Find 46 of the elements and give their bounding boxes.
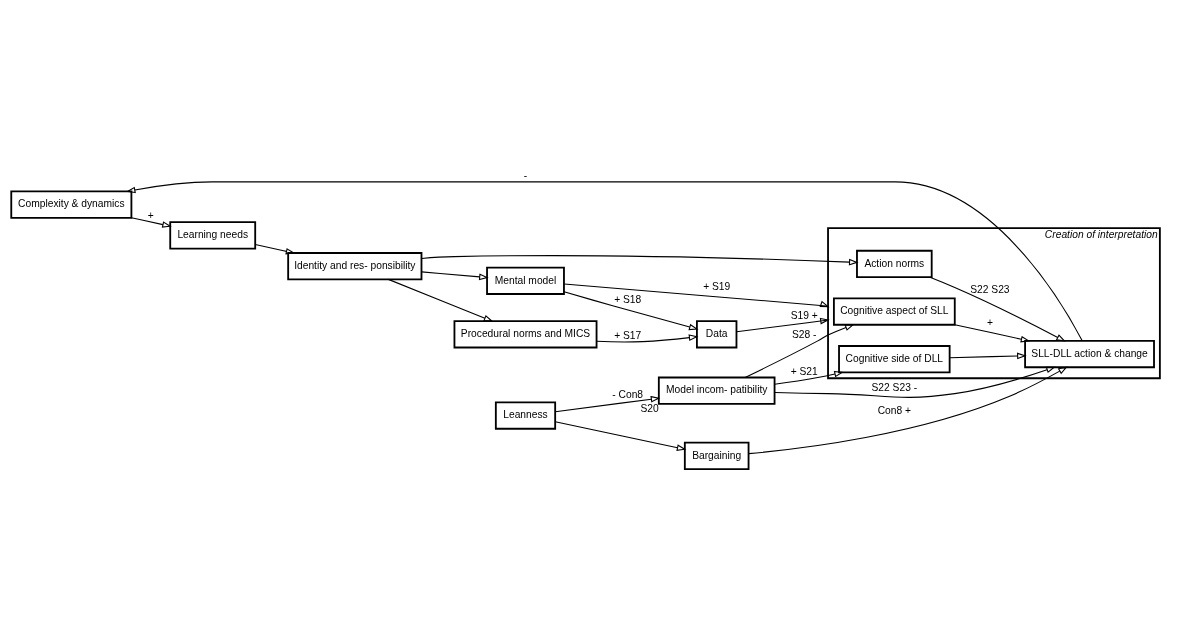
edge-label: + <box>147 209 154 221</box>
arrow <box>421 254 859 265</box>
edge-label: Con8 + <box>877 404 911 416</box>
node-box: Model incom- patibility <box>657 376 776 405</box>
arrow <box>563 290 699 330</box>
arrow <box>774 370 844 385</box>
arrow <box>421 270 489 280</box>
arrow <box>596 333 699 343</box>
edge-label: + <box>986 316 993 328</box>
node-box: Mental model <box>486 266 565 295</box>
node-box: Cognitive aspect of SLL <box>833 296 956 326</box>
node-box: Identity and res- ponsibility <box>287 251 423 280</box>
edge-label: S22 S23 - <box>871 381 918 393</box>
node-box: Learning needs <box>169 220 257 249</box>
edge-label: S22 S23 <box>970 283 1010 295</box>
node-box: Data <box>696 319 738 348</box>
arrow <box>748 366 1068 454</box>
node-box: Cognitive side of DLL <box>838 344 951 373</box>
arrow <box>563 282 830 307</box>
node-box: Leanness <box>494 401 557 430</box>
edge-label: - <box>523 169 528 181</box>
arrow <box>949 352 1027 359</box>
edge-label: - Con8 <box>612 388 644 400</box>
arrow <box>554 395 661 412</box>
edge-label: + S21 <box>790 365 818 377</box>
arrow <box>387 278 494 322</box>
arrow <box>774 366 1056 398</box>
node-box: Complexity & dynamics <box>10 190 133 219</box>
node-box: Procedural norms and MICS <box>453 319 598 348</box>
arrow <box>125 180 1083 341</box>
edge-label: + S17 <box>614 329 642 341</box>
arrow <box>954 323 1031 342</box>
arrow <box>254 243 296 255</box>
edge-label: + S19 <box>703 280 731 292</box>
edge-label: S28 - <box>791 328 817 340</box>
node-box: SLL-DLL action & change <box>1024 339 1155 368</box>
edge-label: S19 + <box>790 309 818 321</box>
arrow <box>554 420 687 451</box>
arrow <box>736 317 830 332</box>
node-box: Action norms <box>856 249 933 278</box>
arrow <box>130 216 172 228</box>
node-label: S20 <box>640 402 659 414</box>
arrow <box>744 323 855 378</box>
node-box: Bargaining <box>683 441 750 470</box>
edge-label: + S18 <box>614 293 642 305</box>
arrow <box>929 276 1066 342</box>
